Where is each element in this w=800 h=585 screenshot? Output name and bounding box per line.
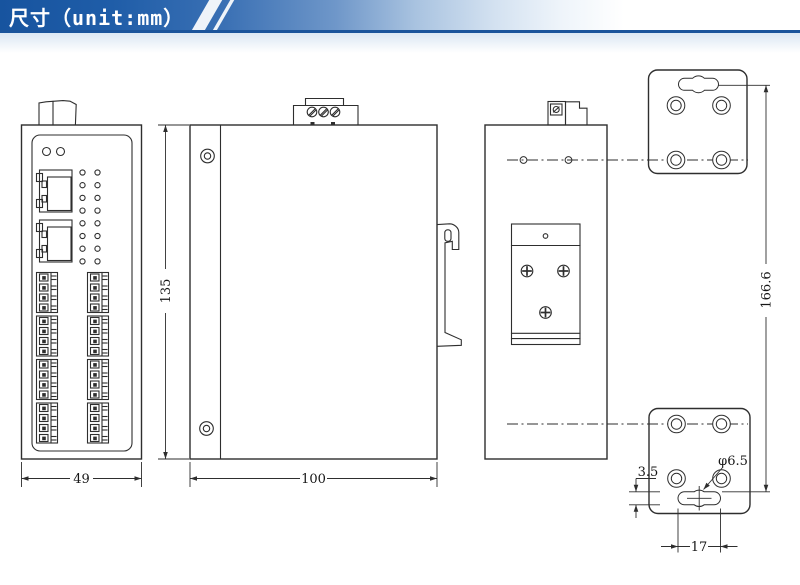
section-header-banner: 尺寸（unit:mm） [0, 0, 800, 30]
bracket-hole [712, 150, 731, 170]
bracket-hole [712, 414, 731, 434]
led-indicator-column [79, 169, 86, 265]
front-view [20, 100, 143, 460]
din-clip-plate [510, 223, 581, 346]
terminal-block [35, 358, 59, 401]
section-title: 尺寸（unit:mm） [9, 6, 185, 30]
banner-gradient-wash [0, 33, 800, 53]
dimension-slot-offset: 3.5 [629, 465, 660, 518]
mounting-bracket-bottom [648, 407, 751, 515]
clip-screw [520, 264, 534, 278]
dimension-height: 135 [158, 124, 189, 460]
terminal-block [86, 358, 110, 401]
keyhole-slot [678, 75, 719, 94]
din-rail-clip-profile [436, 223, 462, 347]
terminal-screws [306, 106, 341, 118]
bracket-hole [712, 469, 731, 488]
top-power-connector [38, 100, 77, 126]
bracket-hole [667, 469, 686, 488]
dim-label-135: 135 [159, 279, 174, 304]
front-enclosure-outline [20, 124, 143, 460]
bracket-plate [647, 69, 748, 175]
status-led [41, 146, 52, 157]
dim-label-3-5: 3.5 [638, 465, 659, 480]
bracket-hole [712, 96, 731, 115]
clip-screw [538, 305, 553, 320]
din-clip-spring [444, 229, 452, 242]
bracket-hole [666, 150, 686, 170]
bracket-hole [667, 414, 686, 434]
top-terminal-block-side [292, 97, 359, 126]
dim-label-17: 17 [691, 540, 708, 555]
dim-label-166-6: 166.6 [760, 271, 775, 308]
terminal-block [86, 315, 110, 357]
led-indicator-column [94, 169, 101, 265]
terminal-block [35, 271, 59, 314]
dimension-slot-length: 17 [661, 508, 738, 555]
dim-label-100: 100 [301, 472, 326, 487]
bracket-hole [666, 96, 686, 115]
side-enclosure-outline [189, 124, 438, 460]
rj45-port-1 [35, 169, 73, 213]
front-panel [31, 134, 133, 452]
rj45-port-2 [35, 219, 73, 263]
dimension-depth: 100 [189, 462, 438, 487]
panel-screw-bottom [199, 421, 214, 436]
terminal-block [35, 402, 59, 444]
back-enclosure-outline [484, 124, 608, 460]
status-led [55, 146, 66, 157]
mounting-bracket-top [647, 69, 748, 175]
side-view [189, 97, 462, 460]
terminal-block [35, 315, 59, 357]
clip-screw [556, 264, 571, 278]
dim-label-49: 49 [73, 472, 90, 487]
dimension-bracket-span: 166.6 [718, 84, 775, 493]
terminal-block [86, 271, 110, 314]
terminal-block [86, 402, 110, 444]
panel-screw-top [200, 148, 215, 164]
back-view [484, 100, 608, 460]
dimension-front-width: 49 [21, 462, 142, 487]
bracket-plate [648, 407, 751, 515]
top-connector-back [547, 100, 588, 126]
dimension-keyhole-diameter: φ6.5 [703, 454, 748, 490]
banner-underline [0, 30, 800, 33]
dim-label-dia-6-5: φ6.5 [718, 454, 748, 469]
